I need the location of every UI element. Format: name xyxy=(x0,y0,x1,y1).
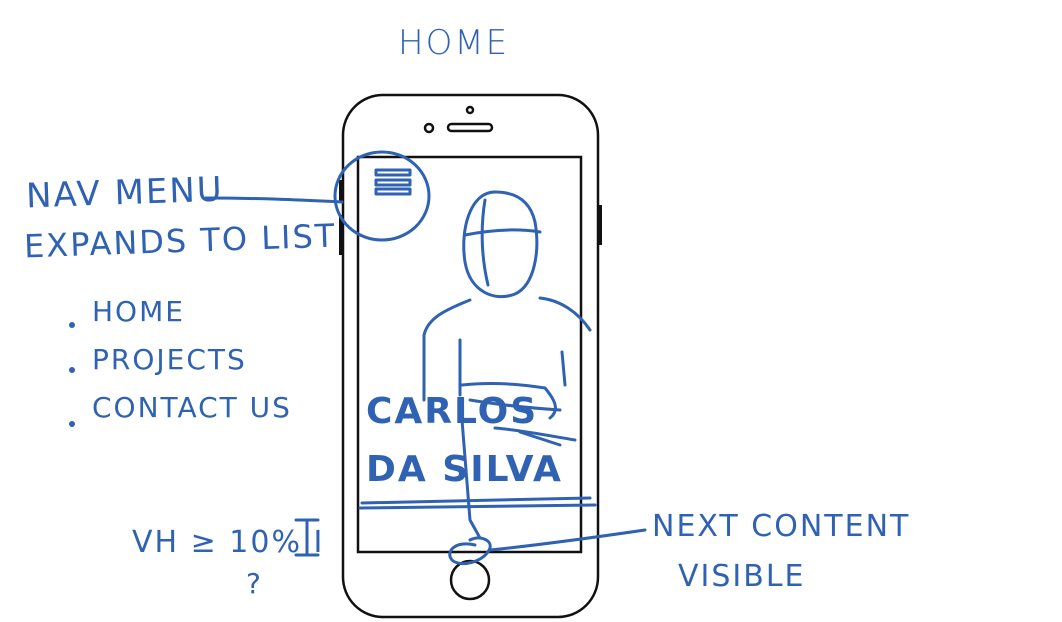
bullet-dot xyxy=(69,367,75,373)
side-button-left-1 xyxy=(339,180,343,202)
bullet-dot xyxy=(69,322,75,328)
fold-line xyxy=(358,503,597,510)
home-button-icon[interactable] xyxy=(449,559,491,601)
menu-list-item-home: HOME xyxy=(92,295,185,328)
fold-line-2 xyxy=(360,496,592,505)
hero-name-line2: DA SILVA xyxy=(366,449,563,490)
menu-callout-line xyxy=(204,196,344,204)
menu-note-line1: NAV MENU xyxy=(25,169,225,217)
next-content-note-line1: NEXT CONTENT xyxy=(652,509,911,544)
next-content-note-line2: VISIBLE xyxy=(678,559,806,594)
side-button-left-2 xyxy=(339,215,343,255)
vh-bracket xyxy=(294,518,320,557)
page-title: HOME xyxy=(398,23,510,63)
phone-screen xyxy=(356,155,583,554)
sensor-icon xyxy=(423,122,435,134)
front-camera-icon xyxy=(465,105,475,115)
side-button-right xyxy=(598,205,602,245)
next-content-callout-line xyxy=(488,528,647,552)
menu-note-line2: EXPANDS TO LIST xyxy=(23,216,337,266)
menu-list-item-contact: CONTACT US xyxy=(92,391,292,424)
hero-name-line1: CARLOS xyxy=(366,391,539,432)
phone-outline xyxy=(339,93,602,619)
hero-person-sketch xyxy=(422,190,592,540)
speaker-grille-icon xyxy=(446,122,494,133)
bullet-dot xyxy=(69,421,75,427)
menu-list-item-projects: PROJECTS xyxy=(92,343,247,376)
vh-question: ? xyxy=(246,567,263,600)
vh-note: VH ≥ 10% I xyxy=(132,525,325,560)
hamburger-menu-icon[interactable] xyxy=(374,168,412,196)
menu-highlight-circle xyxy=(333,150,431,242)
next-content-swirl xyxy=(448,536,492,565)
